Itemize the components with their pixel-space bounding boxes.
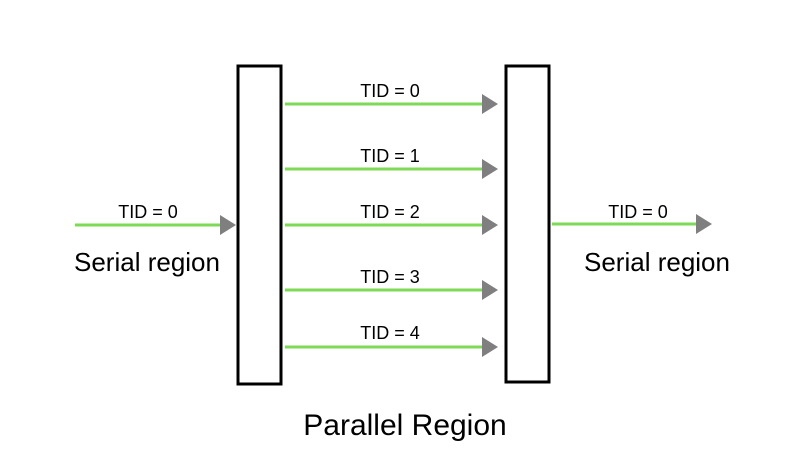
parallel-region-caption: Parallel Region xyxy=(303,409,506,442)
serial-in-region-label: Serial region xyxy=(74,247,220,277)
arrow-head-icon xyxy=(482,280,498,300)
serial-in-tid-label: TID = 0 xyxy=(118,202,178,222)
thread-arrow-0 xyxy=(285,94,498,114)
thread-tid-label: TID = 0 xyxy=(360,81,420,101)
arrow-head-icon xyxy=(482,215,498,235)
arrow-head-icon xyxy=(482,337,498,357)
serial-in-arrow xyxy=(75,215,236,235)
arrow-head-icon xyxy=(220,215,236,235)
thread-arrow-2 xyxy=(285,215,498,235)
thread-arrow-4 xyxy=(285,337,498,357)
join-box xyxy=(504,64,551,384)
thread-tid-label: TID = 4 xyxy=(360,323,420,343)
serial-out-region-label: Serial region xyxy=(584,247,730,277)
thread-arrow-1 xyxy=(285,159,498,179)
fork-box xyxy=(236,64,283,386)
thread-tid-label: TID = 3 xyxy=(360,267,420,287)
arrow-head-icon xyxy=(482,94,498,114)
thread-tid-label: TID = 1 xyxy=(360,146,420,166)
arrow-head-icon xyxy=(482,159,498,179)
thread-tid-label: TID = 2 xyxy=(360,202,420,222)
serial-out-tid-label: TID = 0 xyxy=(608,202,668,222)
arrow-head-icon xyxy=(696,214,712,234)
thread-arrow-3 xyxy=(285,280,498,300)
serial-out-arrow xyxy=(552,214,712,234)
